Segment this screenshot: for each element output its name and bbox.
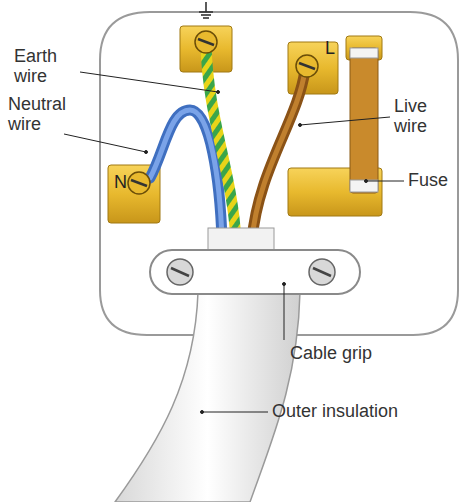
terminal-letter: L bbox=[325, 38, 341, 58]
part-label: Neutral wire bbox=[8, 94, 78, 134]
grip-screws bbox=[167, 259, 335, 285]
terminal-screws bbox=[128, 31, 318, 194]
live-wire bbox=[252, 70, 305, 240]
plug-body bbox=[100, 12, 458, 335]
neutral-wire-shine bbox=[150, 110, 222, 240]
neutral-wire bbox=[150, 110, 222, 240]
fuse-clip bbox=[346, 36, 382, 60]
earth-symbol bbox=[199, 2, 213, 18]
part-label: Outer insulation bbox=[272, 401, 442, 421]
part-label: Cable grip bbox=[290, 343, 400, 363]
cable-grip bbox=[150, 250, 360, 294]
leader-lines bbox=[64, 72, 404, 414]
part-label: Fuse bbox=[408, 170, 458, 190]
live-wire-shine bbox=[252, 70, 305, 240]
earth-wire bbox=[206, 45, 236, 240]
fuse-cap bbox=[350, 180, 378, 192]
part-label: Live wire bbox=[394, 96, 454, 136]
terminal-letter: N bbox=[114, 172, 130, 192]
outer-insulation bbox=[115, 292, 300, 502]
fuse-cap bbox=[350, 48, 378, 58]
part-label: Earth wire bbox=[14, 46, 84, 86]
